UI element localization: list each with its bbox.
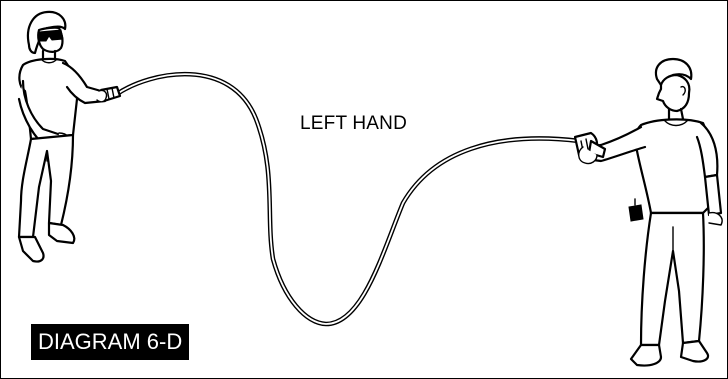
diagram-title-badge: DIAGRAM 6-D <box>31 324 190 360</box>
jump-rope <box>114 71 582 327</box>
left-person-figure <box>17 10 122 263</box>
right-person-figure <box>573 57 723 367</box>
left-hand-label: LEFT HAND <box>300 113 408 134</box>
